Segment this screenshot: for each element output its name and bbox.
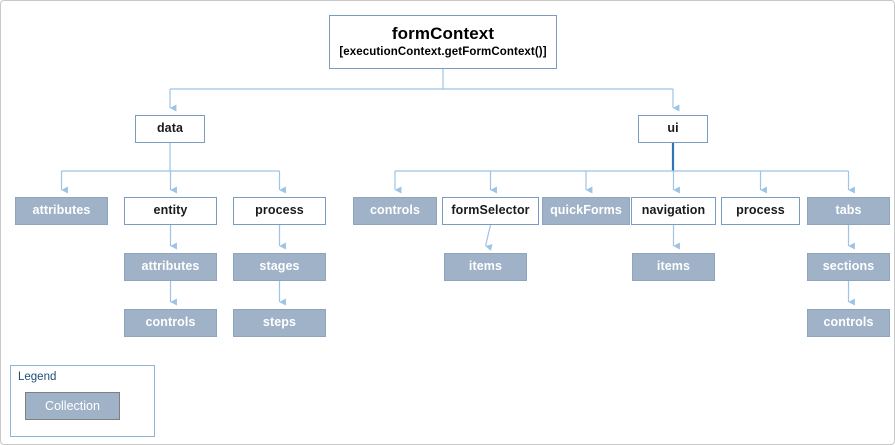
legend-item-label: Collection [45,399,100,413]
node-label: entity [153,203,188,218]
node-ui-quickforms: quickForms [542,197,630,225]
node-label: items [656,259,691,274]
node-label: process [736,203,785,218]
node-formselector-items: items [444,253,527,281]
node-tabs-sections: sections [807,253,890,281]
node-label: controls [369,203,421,218]
node-ui-process: process [721,197,800,225]
node-ui-navigation: navigation [631,197,716,225]
node-entity-attributes: attributes [124,253,217,281]
node-data-attributes: attributes [15,197,108,225]
node-label: controls [145,315,196,330]
node-ui-formselector: formSelector [442,197,539,225]
node-root-title: formContext [391,24,495,44]
node-process-stages: stages [233,253,326,281]
node-label: quickForms [550,203,622,218]
node-label: attributes [32,203,91,218]
node-label: formSelector [451,203,530,218]
node-entity-controls: controls [124,309,217,337]
node-data-process: process [233,197,326,225]
node-sections-controls: controls [807,309,890,337]
node-data-entity: entity [124,197,217,225]
node-label: controls [823,315,874,330]
node-ui: ui [638,115,708,143]
legend-item-collection: Collection [25,392,120,420]
node-label: tabs [835,203,862,218]
node-label: attributes [141,259,200,274]
node-label: ui [667,121,679,136]
node-ui-controls: controls [353,197,437,225]
node-data: data [135,115,205,143]
node-label: stages [259,259,300,274]
legend-title: Legend [18,371,57,383]
node-label: items [468,259,503,274]
legend: Legend Collection [10,365,155,437]
node-label: navigation [641,203,706,218]
node-ui-tabs: tabs [807,197,890,225]
node-label: process [255,203,304,218]
node-label: data [156,121,184,136]
node-label: steps [262,315,297,330]
node-label: sections [822,259,875,274]
node-navigation-items: items [632,253,715,281]
node-root: formContext [executionContext.getFormCont… [329,15,557,69]
node-root-subtitle: [executionContext.getFormContext()] [339,46,547,59]
node-process-steps: steps [233,309,326,337]
